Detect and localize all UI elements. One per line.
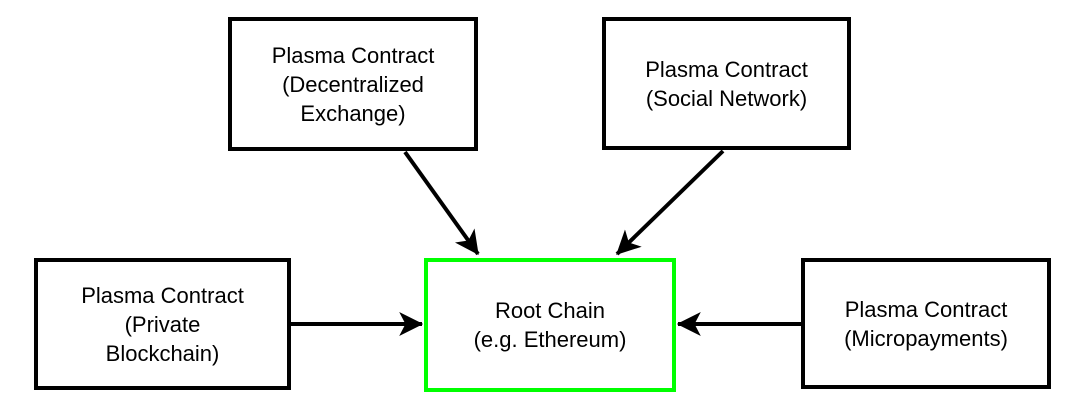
node-root-chain: Root Chain (e.g. Ethereum) xyxy=(424,258,676,392)
node-label-line: (Social Network) xyxy=(645,85,808,111)
node-label-line: Blockchain) xyxy=(105,340,220,366)
arrow-dex-to-root xyxy=(403,150,480,256)
node-label-line: Plasma Contract xyxy=(81,282,244,308)
node-plasma-contract-social-network: Plasma Contract (Social Network) xyxy=(602,17,851,150)
node-plasma-contract-decentralized-exchange: Plasma Contract (Decentralized Exchange) xyxy=(228,17,478,151)
node-label-line: (e.g. Ethereum) xyxy=(473,327,627,352)
node-label-line: Exchange) xyxy=(300,100,406,126)
node-plasma-contract-micropayments: Plasma Contract (Micropayments) xyxy=(801,258,1051,389)
node-label-line: (Micropayments) xyxy=(844,325,1008,351)
arrow-social-to-root xyxy=(615,149,725,256)
node-label-line: Plasma Contract xyxy=(271,42,435,68)
node-label-line: Root Chain xyxy=(494,298,606,323)
node-label-line: (Private xyxy=(124,311,201,337)
node-label-line: Plasma Contract xyxy=(645,56,808,82)
node-label-line: (Decentralized xyxy=(282,71,424,97)
node-plasma-contract-private-blockchain: Plasma Contract (Private Blockchain) xyxy=(34,258,291,390)
node-label-line: Plasma Contract xyxy=(844,296,1008,322)
